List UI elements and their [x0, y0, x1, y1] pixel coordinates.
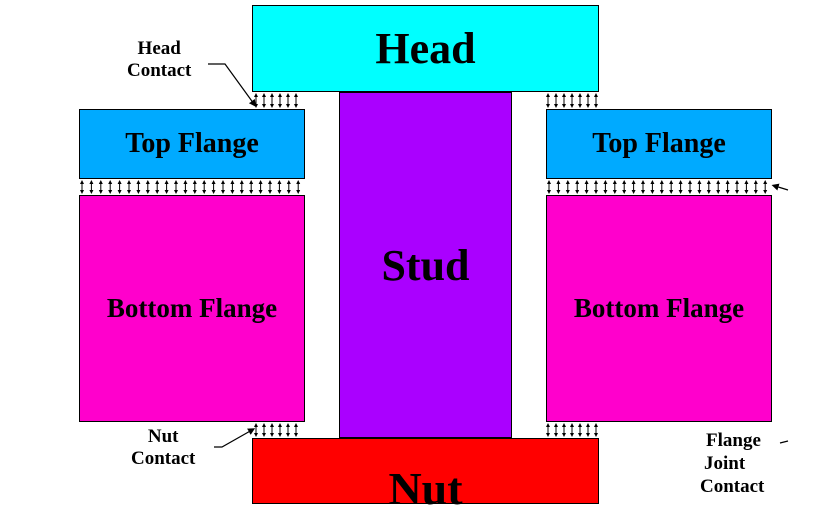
flange-joint-line-1: Flange	[706, 430, 761, 451]
nut-block: Nut	[252, 438, 599, 514]
head-label: Head	[375, 24, 476, 73]
stud-block: Stud	[339, 92, 512, 438]
flange-joint-leader-2	[779, 440, 789, 444]
top-flange-left: Top Flange	[79, 109, 305, 179]
head-contact-line-1: Head	[137, 38, 181, 59]
nut-label: Nut	[388, 463, 463, 514]
bottom-flange-right-label: Bottom Flange	[573, 293, 745, 323]
nut-contact-leader	[214, 428, 256, 448]
flange-joint-line-3: Contact	[700, 476, 765, 497]
nut-contact-line-2: Contact	[131, 448, 196, 469]
flange-joint-line-2: Joint	[704, 453, 746, 474]
head-contact-line-2: Contact	[127, 60, 192, 81]
head-block: Head	[252, 5, 599, 92]
head-contact-leader	[208, 63, 257, 107]
head-contact-right-arrows	[546, 93, 598, 108]
top-flange-right-label: Top Flange	[592, 128, 726, 159]
flange-joint-contact-note: Flange Joint Contact	[700, 429, 764, 498]
stud-label: Stud	[381, 240, 470, 290]
bottom-flange-left: Bottom Flange	[79, 195, 305, 422]
flange-joint-left-arrows	[80, 180, 301, 194]
nut-contact-left-arrows	[254, 423, 298, 437]
nut-contact-line-1: Nut	[147, 426, 179, 447]
nut-contact-right-arrows	[546, 423, 598, 437]
top-flange-right: Top Flange	[546, 109, 772, 179]
head-contact-left-arrows	[254, 93, 298, 108]
bottom-flange-left-label: Bottom Flange	[106, 293, 278, 323]
top-flange-left-label: Top Flange	[125, 128, 259, 159]
bottom-flange-right: Bottom Flange	[546, 195, 772, 422]
flange-joint-leader	[771, 183, 789, 191]
head-contact-note: Head Contact	[127, 38, 191, 82]
nut-contact-note: Nut Contact	[131, 426, 195, 470]
flange-joint-right-arrows	[547, 180, 768, 194]
